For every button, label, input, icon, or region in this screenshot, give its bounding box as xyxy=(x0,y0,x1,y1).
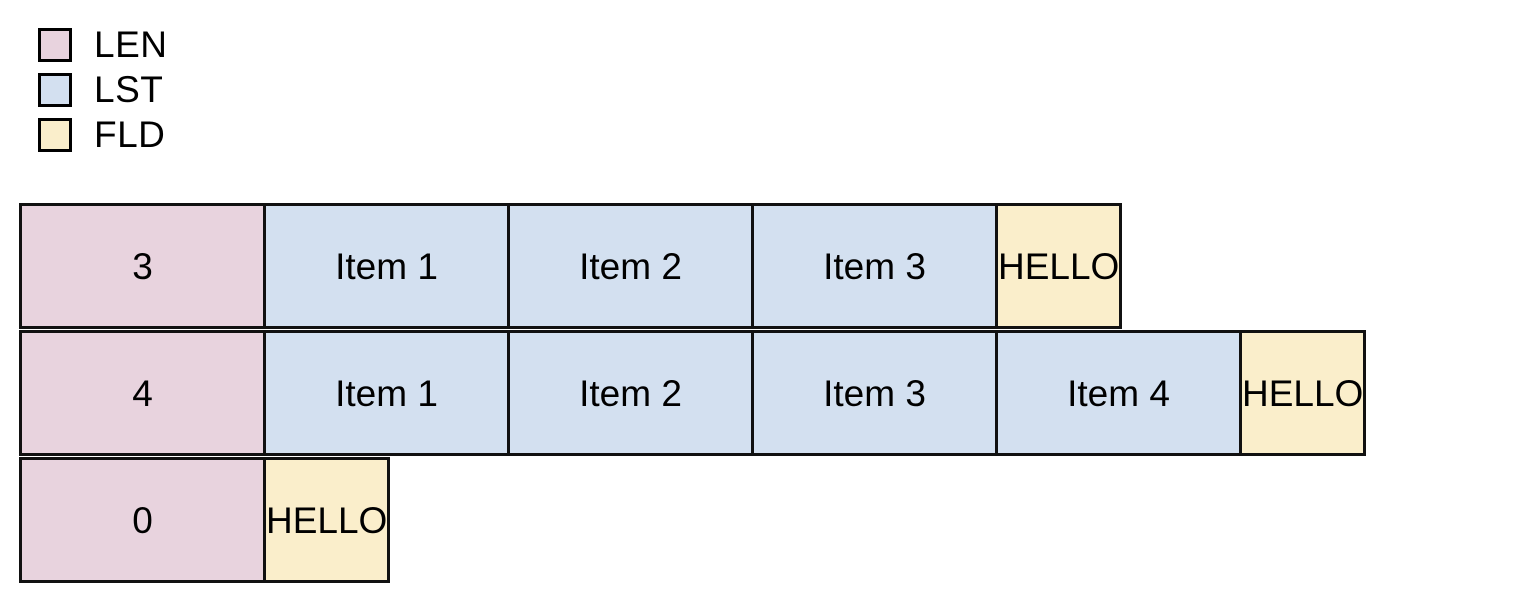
legend-swatch-lst-icon xyxy=(38,72,72,107)
memory-cell-len: 0 xyxy=(19,457,266,583)
legend-swatch-fld-icon xyxy=(38,117,72,152)
legend-swatch-len-icon xyxy=(38,27,72,62)
memory-cell-fld: HELLO xyxy=(1239,330,1367,456)
legend-item-lst: LST xyxy=(38,67,438,112)
legend-item-len: LEN xyxy=(38,22,438,67)
memory-cell-len: 3 xyxy=(19,203,266,329)
memory-cell-lst: Item 1 xyxy=(263,330,510,456)
legend-item-fld: FLD xyxy=(38,112,438,157)
legend-label: FLD xyxy=(94,114,166,155)
memory-cell-fld: HELLO xyxy=(995,203,1123,329)
memory-cell-lst: Item 3 xyxy=(751,330,998,456)
legend-label: LEN xyxy=(94,24,168,65)
memory-cell-lst: Item 4 xyxy=(995,330,1242,456)
memory-cell-lst: Item 2 xyxy=(507,203,754,329)
memory-cell-len: 4 xyxy=(19,330,266,456)
memory-cell-lst: Item 3 xyxy=(751,203,998,329)
memory-cell-lst: Item 1 xyxy=(263,203,510,329)
legend-label: LST xyxy=(94,69,164,110)
memory-cell-fld: HELLO xyxy=(263,457,391,583)
memory-cell-lst: Item 2 xyxy=(507,330,754,456)
